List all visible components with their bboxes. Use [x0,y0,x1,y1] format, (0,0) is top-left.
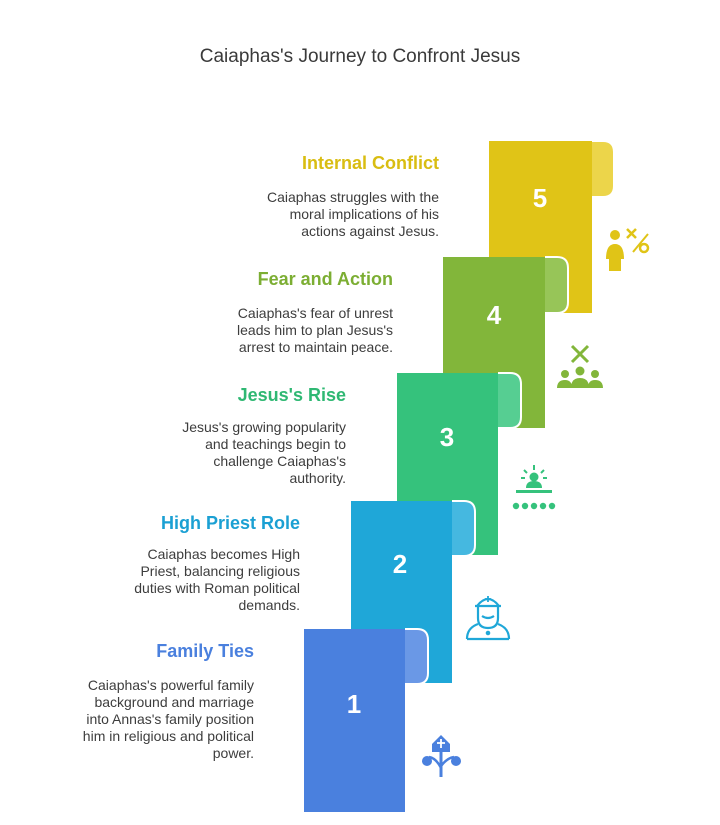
step-4-description-line: leads him to plan Jesus's [237,322,393,338]
step-5-title: Internal Conflict [301,153,439,173]
step-2-number: 2 [393,549,407,579]
step-3-title: Jesus's Rise [237,385,346,405]
step-1-body [304,629,405,812]
step-1-number: 1 [347,689,361,719]
step-2-description: Caiaphas becomes High Priest, balancing … [134,546,300,614]
step-3-description-line: challenge Caiaphas's [213,453,346,469]
step-1-description-line: power. [212,745,254,761]
step-3-description-line: Jesus's growing popularity [182,419,346,435]
group-cross-icon [557,344,603,388]
step-1-title: Family Ties [156,641,254,661]
rising-leader-icon [512,465,556,510]
diagram-title: Caiaphas's Journey to Confront Jesus [199,46,521,67]
step-4-scroll-curl [545,256,569,314]
step-3-description: Jesus's growing popularity and teachings… [182,419,346,487]
step-3-scroll-curl [498,372,522,429]
step-3-description-line: and teachings begin to [205,436,346,452]
step-2-scroll-curl [452,500,476,557]
step-4-title: Fear and Action [257,269,393,289]
step-5-scroll-curl [592,140,615,198]
step-2-description-line: duties with Roman political [134,580,300,596]
step-1-block: 1 [304,628,429,812]
step-4-description: Caiaphas's fear of unrest leads him to p… [237,305,393,356]
step-1-scroll-curl [405,628,429,685]
step-5-description-line: moral implications of his [289,206,439,222]
step-2-description-line: demands. [238,597,300,613]
step-1-description-line: him in religious and political [82,728,254,744]
family-tree-icon [422,735,461,777]
step-1-description: Caiaphas's powerful family background an… [83,677,254,762]
step-1-description-line: background and marriage [94,694,254,710]
high-priest-icon [465,596,511,641]
person-dilemma-icon [606,228,650,271]
step-1-description-line: Caiaphas's powerful family [87,677,254,693]
step-4-description-line: Caiaphas's fear of unrest [237,305,393,321]
step-3-description-line: authority. [289,470,346,486]
step-2-title: High Priest Role [160,513,300,533]
step-3-number: 3 [440,422,454,452]
step-4-description-line: arrest to maintain peace. [238,339,393,355]
step-5-description-line: Caiaphas struggles with the [267,189,439,205]
step-5-description-line: actions against Jesus. [301,223,439,239]
step-2-description-line: Priest, balancing religious [140,563,300,579]
step-4-number: 4 [487,300,502,330]
step-5-description: Caiaphas struggles with the moral implic… [267,189,439,240]
step-2-description-line: Caiaphas becomes High [147,546,300,562]
step-1-description-line: into Annas's family position [86,711,254,727]
step-5-number: 5 [533,183,547,213]
